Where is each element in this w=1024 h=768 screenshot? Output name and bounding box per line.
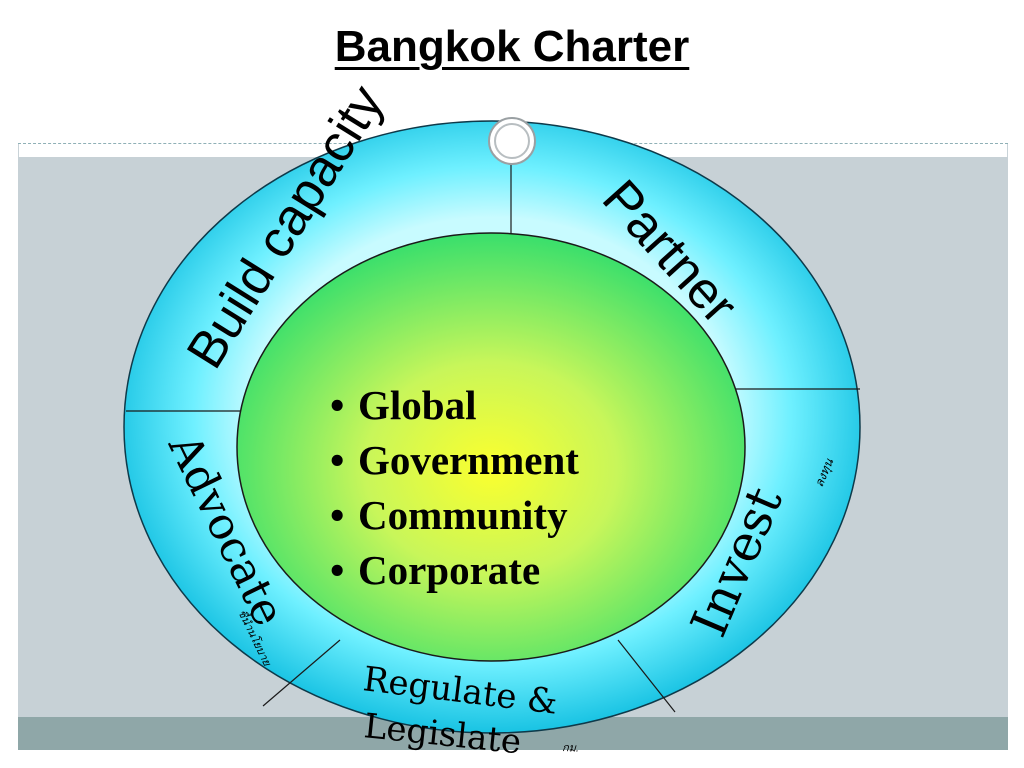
center-circle <box>236 232 746 662</box>
divider-bottom-right <box>617 639 676 713</box>
bullet: • <box>330 492 345 538</box>
bullet: • <box>330 382 345 428</box>
divider-bottom-left <box>262 639 341 707</box>
stakeholder-label: Government <box>358 437 579 483</box>
slide-title: Bangkok Charter <box>334 22 690 71</box>
bullet: • <box>330 437 345 483</box>
stakeholder-item: • Global <box>330 378 579 433</box>
bullet: • <box>330 547 345 593</box>
stakeholder-list: • Global • Government • Community • Corporat… <box>330 378 579 598</box>
stakeholder-label: Corporate <box>358 547 541 593</box>
stakeholder-label: Community <box>358 492 568 538</box>
title-ornament-inner <box>494 123 530 159</box>
stakeholder-item: • Community <box>330 488 579 543</box>
label-legislate-suffix: กม. <box>562 742 579 755</box>
stakeholder-item: • Government <box>330 433 579 488</box>
title-ornament <box>488 117 536 165</box>
stakeholder-label: Global <box>358 382 477 428</box>
stakeholder-item: • Corporate <box>330 543 579 598</box>
